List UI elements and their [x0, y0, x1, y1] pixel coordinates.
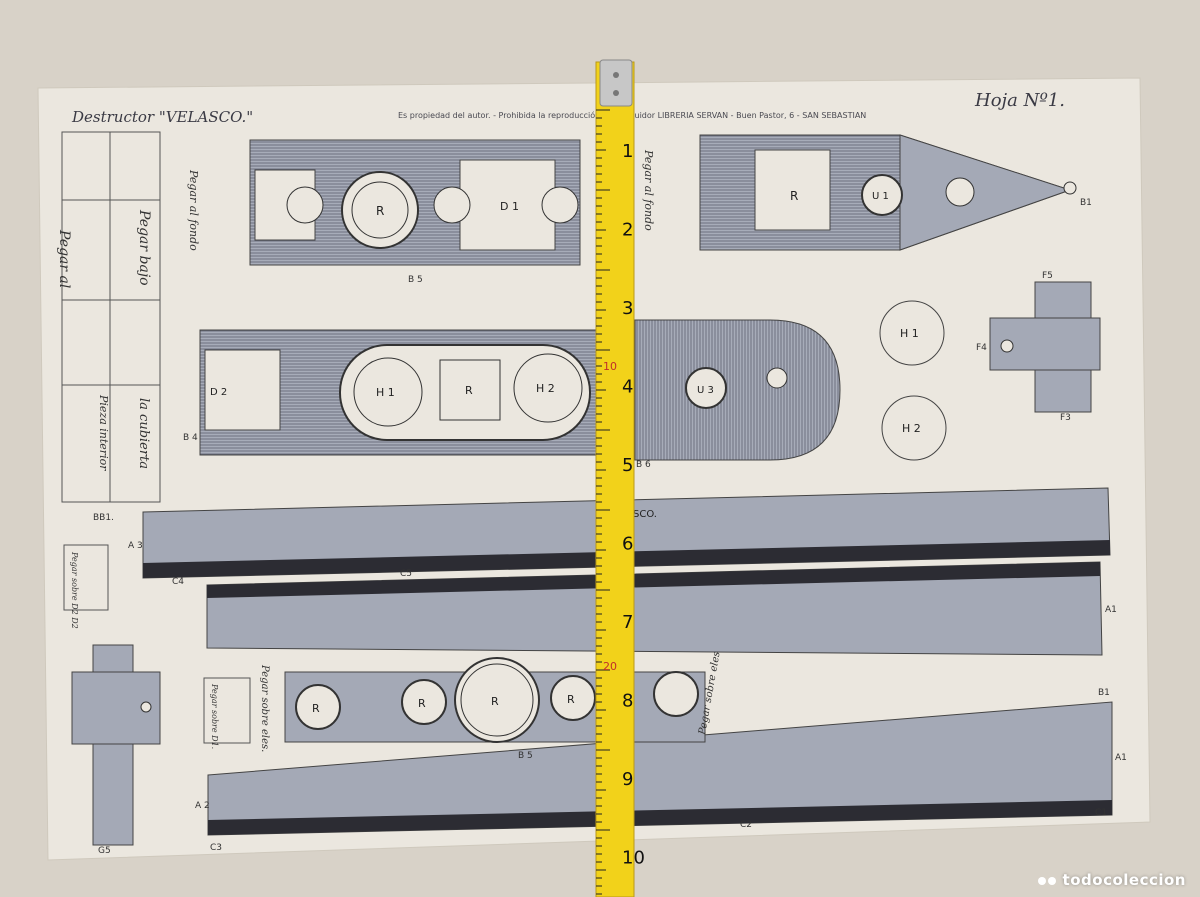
label-a1-strip2: A1	[1105, 605, 1117, 615]
bow-deck-middle	[634, 319, 841, 461]
paper-sheet	[37, 77, 1151, 861]
label-r-upper: R	[376, 204, 384, 218]
f-box-part	[989, 281, 1101, 413]
label-f5: F5	[1042, 271, 1053, 281]
watermark-logo-dot	[1037, 876, 1046, 885]
label-h2-disc: H 2	[902, 422, 921, 435]
label-h1-deck: H 1	[376, 386, 395, 399]
instr-pegar-sobre-d1: Pegar sobre D1.	[210, 683, 219, 749]
hull-name-label: SCO.	[633, 509, 657, 520]
watermark-logo-dot	[1047, 876, 1056, 885]
label-c2: C2	[740, 820, 752, 830]
label-d2-mid: D 2	[210, 387, 227, 398]
label-u3: U 3	[697, 385, 714, 396]
tape-inch-label: 3	[622, 298, 633, 319]
label-a3-strip1: A 3	[128, 541, 143, 551]
label-b5-band: B 5	[518, 751, 533, 761]
watermark-text: todocoleccion	[1062, 871, 1186, 889]
label-r-c2: R	[418, 697, 426, 710]
label-c1: C1	[1095, 808, 1107, 818]
pegar-sobre-d2-box	[63, 544, 109, 611]
hull-strip-2	[206, 561, 1103, 656]
g-box-part	[71, 644, 161, 846]
pegar-sobre-d1-box	[203, 677, 251, 744]
label-b5-upper: B 5	[408, 275, 423, 285]
label-h2-deck: H 2	[536, 382, 555, 395]
tape-cm-label: 20	[603, 660, 617, 673]
label-b6-bow: B 6	[636, 460, 651, 470]
label-r-bow: R	[790, 189, 798, 203]
label-b1-upper: B1	[1080, 198, 1092, 208]
tape-inch-label: 2	[622, 220, 633, 241]
instr-pegar-al-fondo-2: Pegar al fondo	[642, 149, 655, 231]
tape-cm-label: 10	[603, 360, 617, 373]
label-c3: C3	[210, 843, 222, 853]
tape-inch-label: 6	[622, 534, 633, 555]
sheet-number: Hoja Nº1.	[974, 90, 1065, 111]
label-f4: F4	[976, 343, 987, 353]
instr-pegar-sobre-eles-1: Pegar sobre eles.	[259, 664, 270, 752]
h2-disc	[881, 395, 947, 461]
label-a2-strip3: A 2	[195, 801, 210, 811]
bow-deck-upper	[699, 134, 1077, 251]
label-r-c1: R	[312, 702, 320, 715]
label-a1-strip3: A1	[1115, 753, 1127, 763]
label-d1-upper: D 1	[500, 200, 519, 213]
instr-pieza-interior: Pieza interior	[97, 394, 110, 471]
h1-disc	[879, 300, 945, 366]
watermark: todocoleccion	[1037, 871, 1186, 889]
sheet-title: Destructor "VELASCO."	[71, 108, 253, 126]
label-h1-disc: H 1	[900, 327, 919, 340]
instr-pegar-al: Pegar al	[56, 229, 72, 288]
hull-strip-3	[207, 701, 1113, 836]
instr-pegar-bajo: Pegar bajo	[136, 209, 152, 286]
label-g5: G5	[98, 846, 111, 856]
label-r-c3: R	[491, 695, 499, 708]
label-c5: C5	[400, 569, 412, 579]
label-r-c4: R	[567, 693, 575, 706]
tape-inch-label: 10	[622, 848, 645, 869]
label-b4-mid: B 4	[183, 433, 198, 443]
instr-la-cubierta: la cubierta	[136, 398, 151, 469]
aft-deck-upper	[249, 139, 581, 266]
label-f3: F3	[1060, 413, 1071, 423]
label-bb1: BB1.	[93, 513, 114, 523]
tape-inch-label: 7	[622, 612, 633, 633]
r-circles-band	[284, 657, 706, 743]
tape-inch-label: 5	[622, 455, 633, 476]
label-r-mid: R	[465, 384, 473, 397]
tape-labels: 1 2 3 4 5 6 7 8 9 10 10 20	[603, 141, 645, 869]
instr-pegar-sobre-d2: Pegar sobre D2 D2	[70, 551, 79, 629]
label-b2: B1	[1098, 688, 1110, 698]
aft-deck-middle	[199, 329, 601, 456]
left-strip-part	[61, 131, 161, 503]
tape-inch-label: 1	[622, 141, 633, 162]
tape-inch-label: 8	[622, 691, 633, 712]
tape-inch-label: 9	[622, 769, 633, 790]
instr-pegar-al-fondo-1: Pegar al fondo	[187, 169, 200, 251]
tape-inch-label: 4	[622, 377, 633, 398]
tape-ticks	[596, 109, 610, 895]
label-c4: C4	[172, 577, 184, 587]
label-u1: U 1	[872, 191, 889, 202]
measuring-tape	[595, 59, 635, 897]
